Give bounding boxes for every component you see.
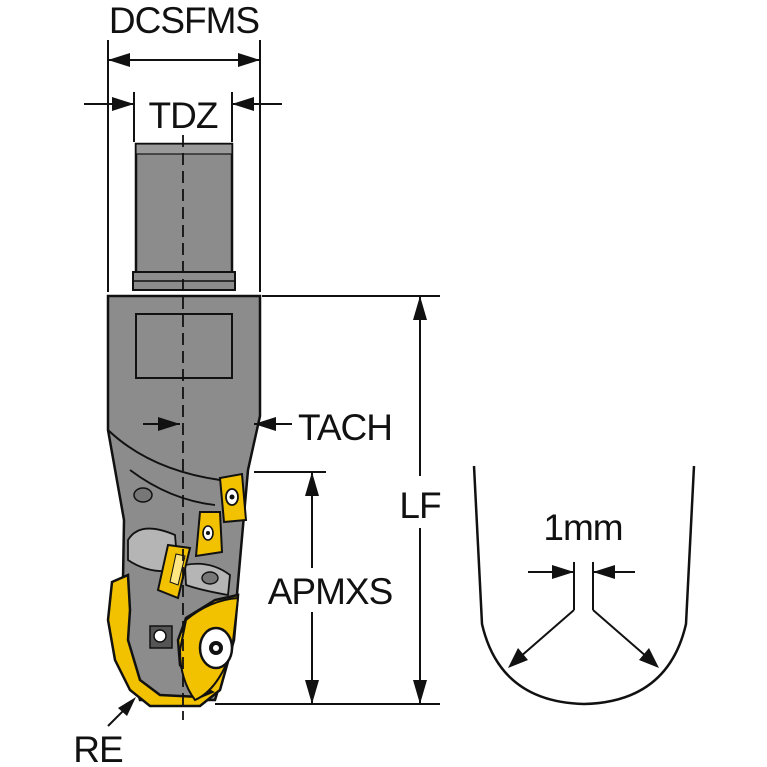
insert-lower — [156, 543, 192, 600]
detail-profile — [472, 465, 696, 706]
dimension-lf — [215, 295, 440, 705]
dimension-tach — [143, 417, 292, 431]
dimension-tdz — [84, 92, 282, 142]
insert-middle — [194, 511, 224, 558]
label-tach: TACH — [298, 407, 392, 448]
label-dcsfms: DCSFMS — [109, 0, 259, 41]
label-lf: LF — [399, 485, 441, 526]
label-apmxs: APMXS — [268, 571, 393, 612]
insert-ball-nose — [106, 573, 240, 708]
label-re: RE — [73, 729, 123, 767]
dimension-apmxs — [254, 471, 326, 704]
dimension-dcsfms — [107, 40, 261, 292]
label-detail-1mm: 1mm — [543, 507, 622, 548]
tool-shank — [132, 142, 236, 291]
insert-upper — [218, 472, 248, 524]
leader-re — [107, 697, 136, 727]
label-tdz: TDZ — [149, 95, 218, 136]
